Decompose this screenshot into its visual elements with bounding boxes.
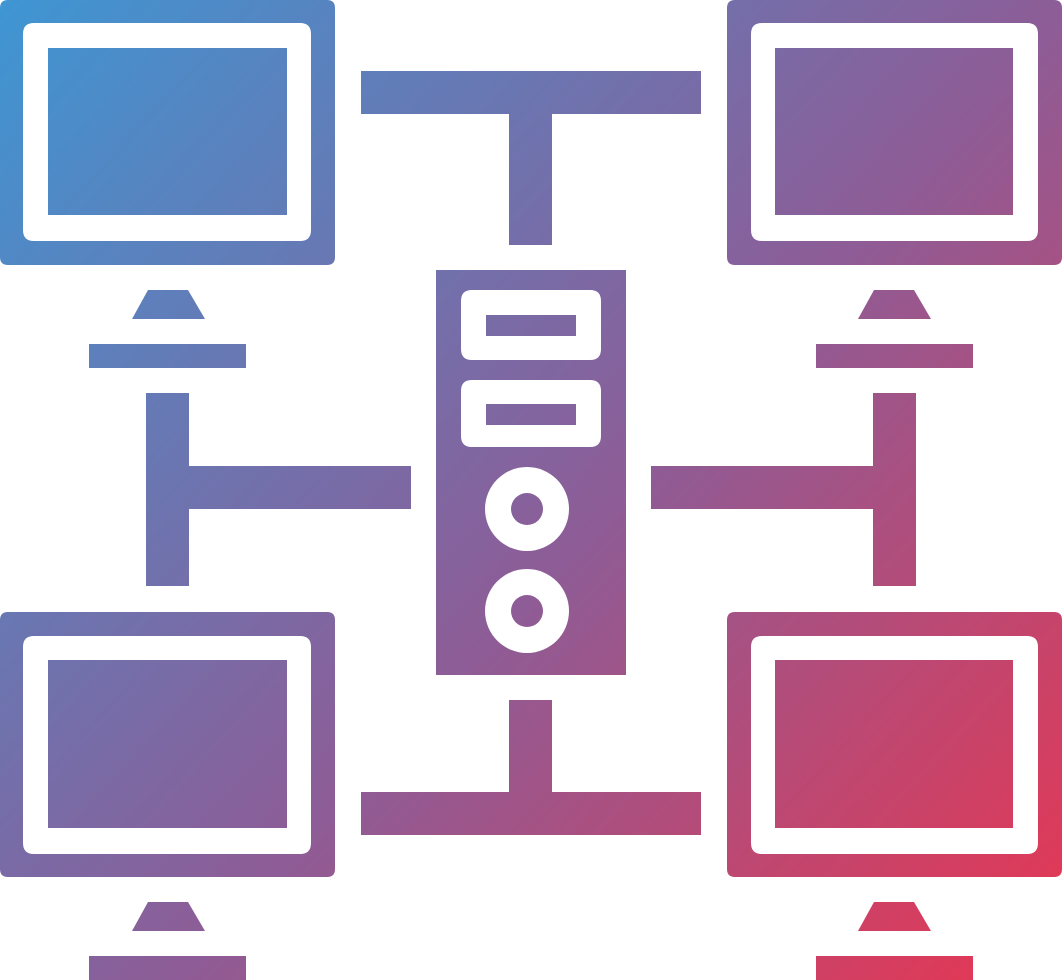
left-connector-vertical xyxy=(146,393,189,586)
monitor-stand-neck xyxy=(858,902,931,931)
monitor-top-right-icon xyxy=(727,0,1062,368)
monitor-stand-base xyxy=(89,344,246,368)
monitor-stand-neck xyxy=(132,290,205,319)
top-connector-bar xyxy=(361,71,701,114)
monitor-stand-base xyxy=(89,956,246,980)
monitor-stand-base xyxy=(816,956,973,980)
fan-2 xyxy=(485,569,569,653)
bottom-connector-bar xyxy=(361,792,701,835)
monitor-stand-base xyxy=(816,344,973,368)
monitor-screen xyxy=(775,660,1013,828)
bottom-connector-stem xyxy=(509,700,552,792)
monitor-screen xyxy=(48,48,287,215)
monitor-screen xyxy=(775,48,1013,215)
server-details xyxy=(461,290,601,653)
monitor-top-left-icon xyxy=(0,0,335,368)
monitor-stand-neck xyxy=(858,290,931,319)
right-connector-vertical xyxy=(873,393,916,586)
right-connector-horizontal xyxy=(651,466,873,509)
network-connectors xyxy=(146,71,916,835)
monitor-bottom-right-icon xyxy=(727,612,1062,980)
drive-bay-1 xyxy=(461,290,601,360)
drive-bay-2 xyxy=(461,380,601,447)
monitor-screen xyxy=(48,660,287,828)
top-connector-stem xyxy=(509,114,552,245)
monitor-bottom-left-icon xyxy=(0,612,335,980)
left-connector-horizontal xyxy=(189,466,411,509)
monitor-stand-neck xyxy=(132,902,205,931)
fan-1 xyxy=(485,467,569,551)
